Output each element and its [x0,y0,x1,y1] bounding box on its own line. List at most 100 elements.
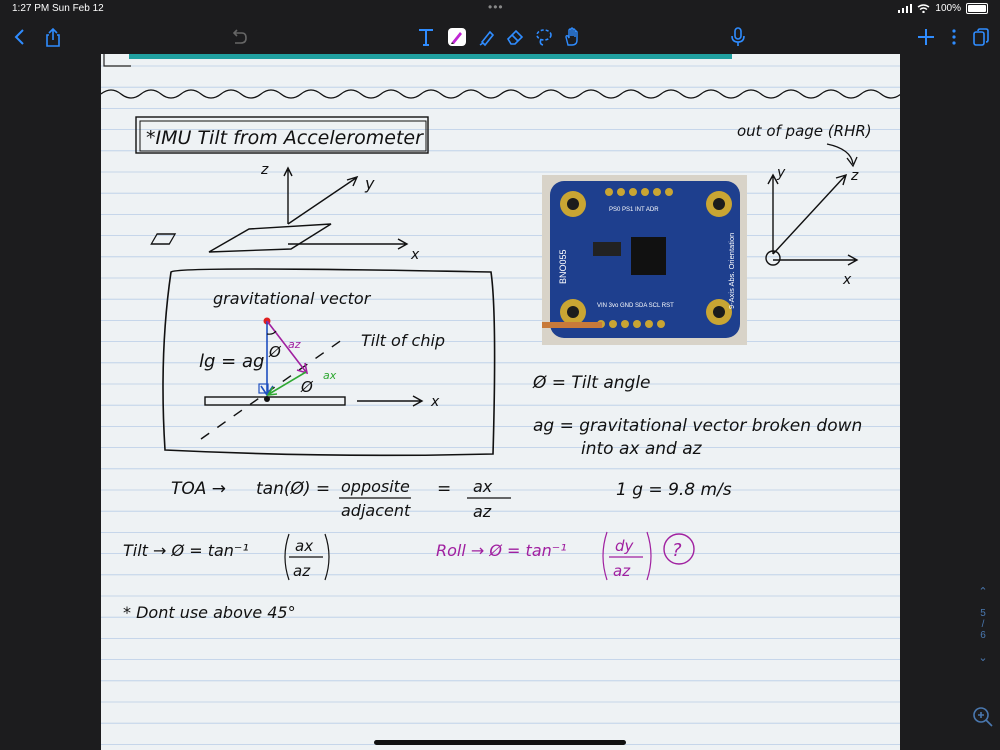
adjacent-text: adjacent [341,501,411,520]
right-axes-label: out of page (RHR) [737,122,872,140]
chip-pin [633,320,641,328]
undo-button[interactable] [224,20,254,54]
chip-pin [629,188,637,196]
microphone-button[interactable] [723,20,753,54]
tilt-denominator: az [293,562,311,580]
page-scroll-indicator[interactable]: ⌃ 5 / 6 ⌄ [968,585,998,664]
roll-denominator: az [613,562,631,580]
tilt-numerator: ax [295,537,313,555]
tan-expression: tan(Ø) = [256,479,330,499]
microphone-icon [731,27,745,46]
highlighter-tool-button[interactable] [472,20,502,54]
ax-numerator: ax [473,477,493,496]
left-axes-diagram [150,166,409,253]
question-circle [663,533,695,565]
right-axis-z: z [850,168,859,184]
chip-surface [204,396,346,406]
chevron-up-icon[interactable]: ⌃ [978,586,988,598]
x-axis-arrow [357,395,424,407]
hand-icon [565,27,578,46]
roll-formula: Roll → Ø = tan⁻¹ [436,541,567,560]
page-separator: / [981,619,985,630]
lasso-tool-button[interactable] [529,20,559,54]
roll-parens [602,531,652,581]
tilt-formula: Tilt → Ø = tan⁻¹ [123,541,249,560]
undo-icon [232,29,247,44]
ruled-lines [101,65,900,745]
chip-text-model: BNO055 [558,249,568,284]
title-box [135,116,429,154]
chip-pins-bottom: VIN 3vo GND SDA SCL RST [597,303,674,309]
note-45-degrees: * Dont use above 45° [123,603,296,622]
toa-label: TOA → [171,479,226,499]
pages-button[interactable] [966,20,996,54]
left-axis-x: x [410,247,420,263]
az-vector [266,320,309,375]
chip-pin [621,320,629,328]
multitasking-dots-icon[interactable]: ••• [488,0,504,14]
grav-box-outline [162,268,496,457]
chip-pin [609,320,617,328]
cellular-icon [898,4,913,13]
phi-symbol-top: Ø [268,343,282,361]
pen-icon [448,28,466,46]
previous-page-border [103,54,131,67]
share-button[interactable] [38,20,68,54]
share-icon [46,27,60,47]
bno055-chip-image: BNO055 9-Axis Abs. Orientation PS0 PS1 I… [542,175,747,345]
right-axes-diagram [765,173,859,266]
chip-pin [645,320,653,328]
status-date: Sun Feb 12 [52,3,104,14]
status-time: 1:27 PM [12,3,50,14]
rhr-arrow [826,143,858,168]
back-button[interactable] [4,20,34,54]
note-page[interactable]: *IMU Tilt from Accelerometer z y x gravi… [101,54,900,750]
left-axis-y: y [364,174,375,193]
tilt-of-chip-label: Tilt of chip [361,331,445,350]
ag-definition-2: into ax and az [581,439,703,459]
right-axis-y: y [776,165,786,181]
chip-pins-top: PS0 PS1 INT ADR [609,207,659,213]
phi-arc [266,330,277,335]
chevron-left-icon [14,29,24,45]
phi-symbol-bottom: Ø [300,378,314,396]
previous-page-strip [129,54,732,59]
right-axis-x: x [842,272,852,288]
toolbar [0,20,1000,54]
more-vertical-icon [952,29,956,45]
right-angle-marker [258,383,269,394]
zoom-button[interactable] [970,704,996,730]
base-point [264,396,270,402]
chip-pin [617,188,625,196]
add-button[interactable] [911,20,941,54]
plus-icon [918,29,934,45]
chevron-down-icon[interactable]: ⌄ [978,652,988,664]
pages-icon [973,28,989,46]
az-label: az [288,338,301,351]
lasso-icon [536,29,552,46]
chip-pin [605,188,613,196]
hand-tool-button[interactable] [557,20,587,54]
equals-sign: = [437,479,451,499]
battery-icon [966,3,988,14]
home-indicator[interactable] [374,740,626,745]
opposite-text: opposite [341,477,410,496]
note-canvas[interactable]: *IMU Tilt from Accelerometer z y x gravi… [101,54,900,750]
roll-numerator: dy [615,537,635,555]
chip-pin [641,188,649,196]
note-title: *IMU Tilt from Accelerometer [146,127,424,149]
chip-pin [657,320,665,328]
more-button[interactable] [939,20,969,54]
status-bar: 1:27 PM Sun Feb 12 ••• 100% [0,0,1000,18]
text-tool-button[interactable] [411,20,441,54]
chip-text-orientation: 9-Axis Abs. Orientation [727,233,736,309]
ag-definition-1: ag = gravitational vector broken down [533,416,862,436]
eraser-tool-button[interactable] [500,20,530,54]
one-g-value: 1 g = 9.8 m/s [616,480,732,500]
az-denominator: az [473,502,492,521]
pen-tool-button[interactable] [442,20,472,54]
page-total: 6 [980,630,986,641]
roll-question-mark: ? [672,540,682,561]
wavy-divider [101,89,900,99]
grav-lg: lg = ag [199,351,264,372]
